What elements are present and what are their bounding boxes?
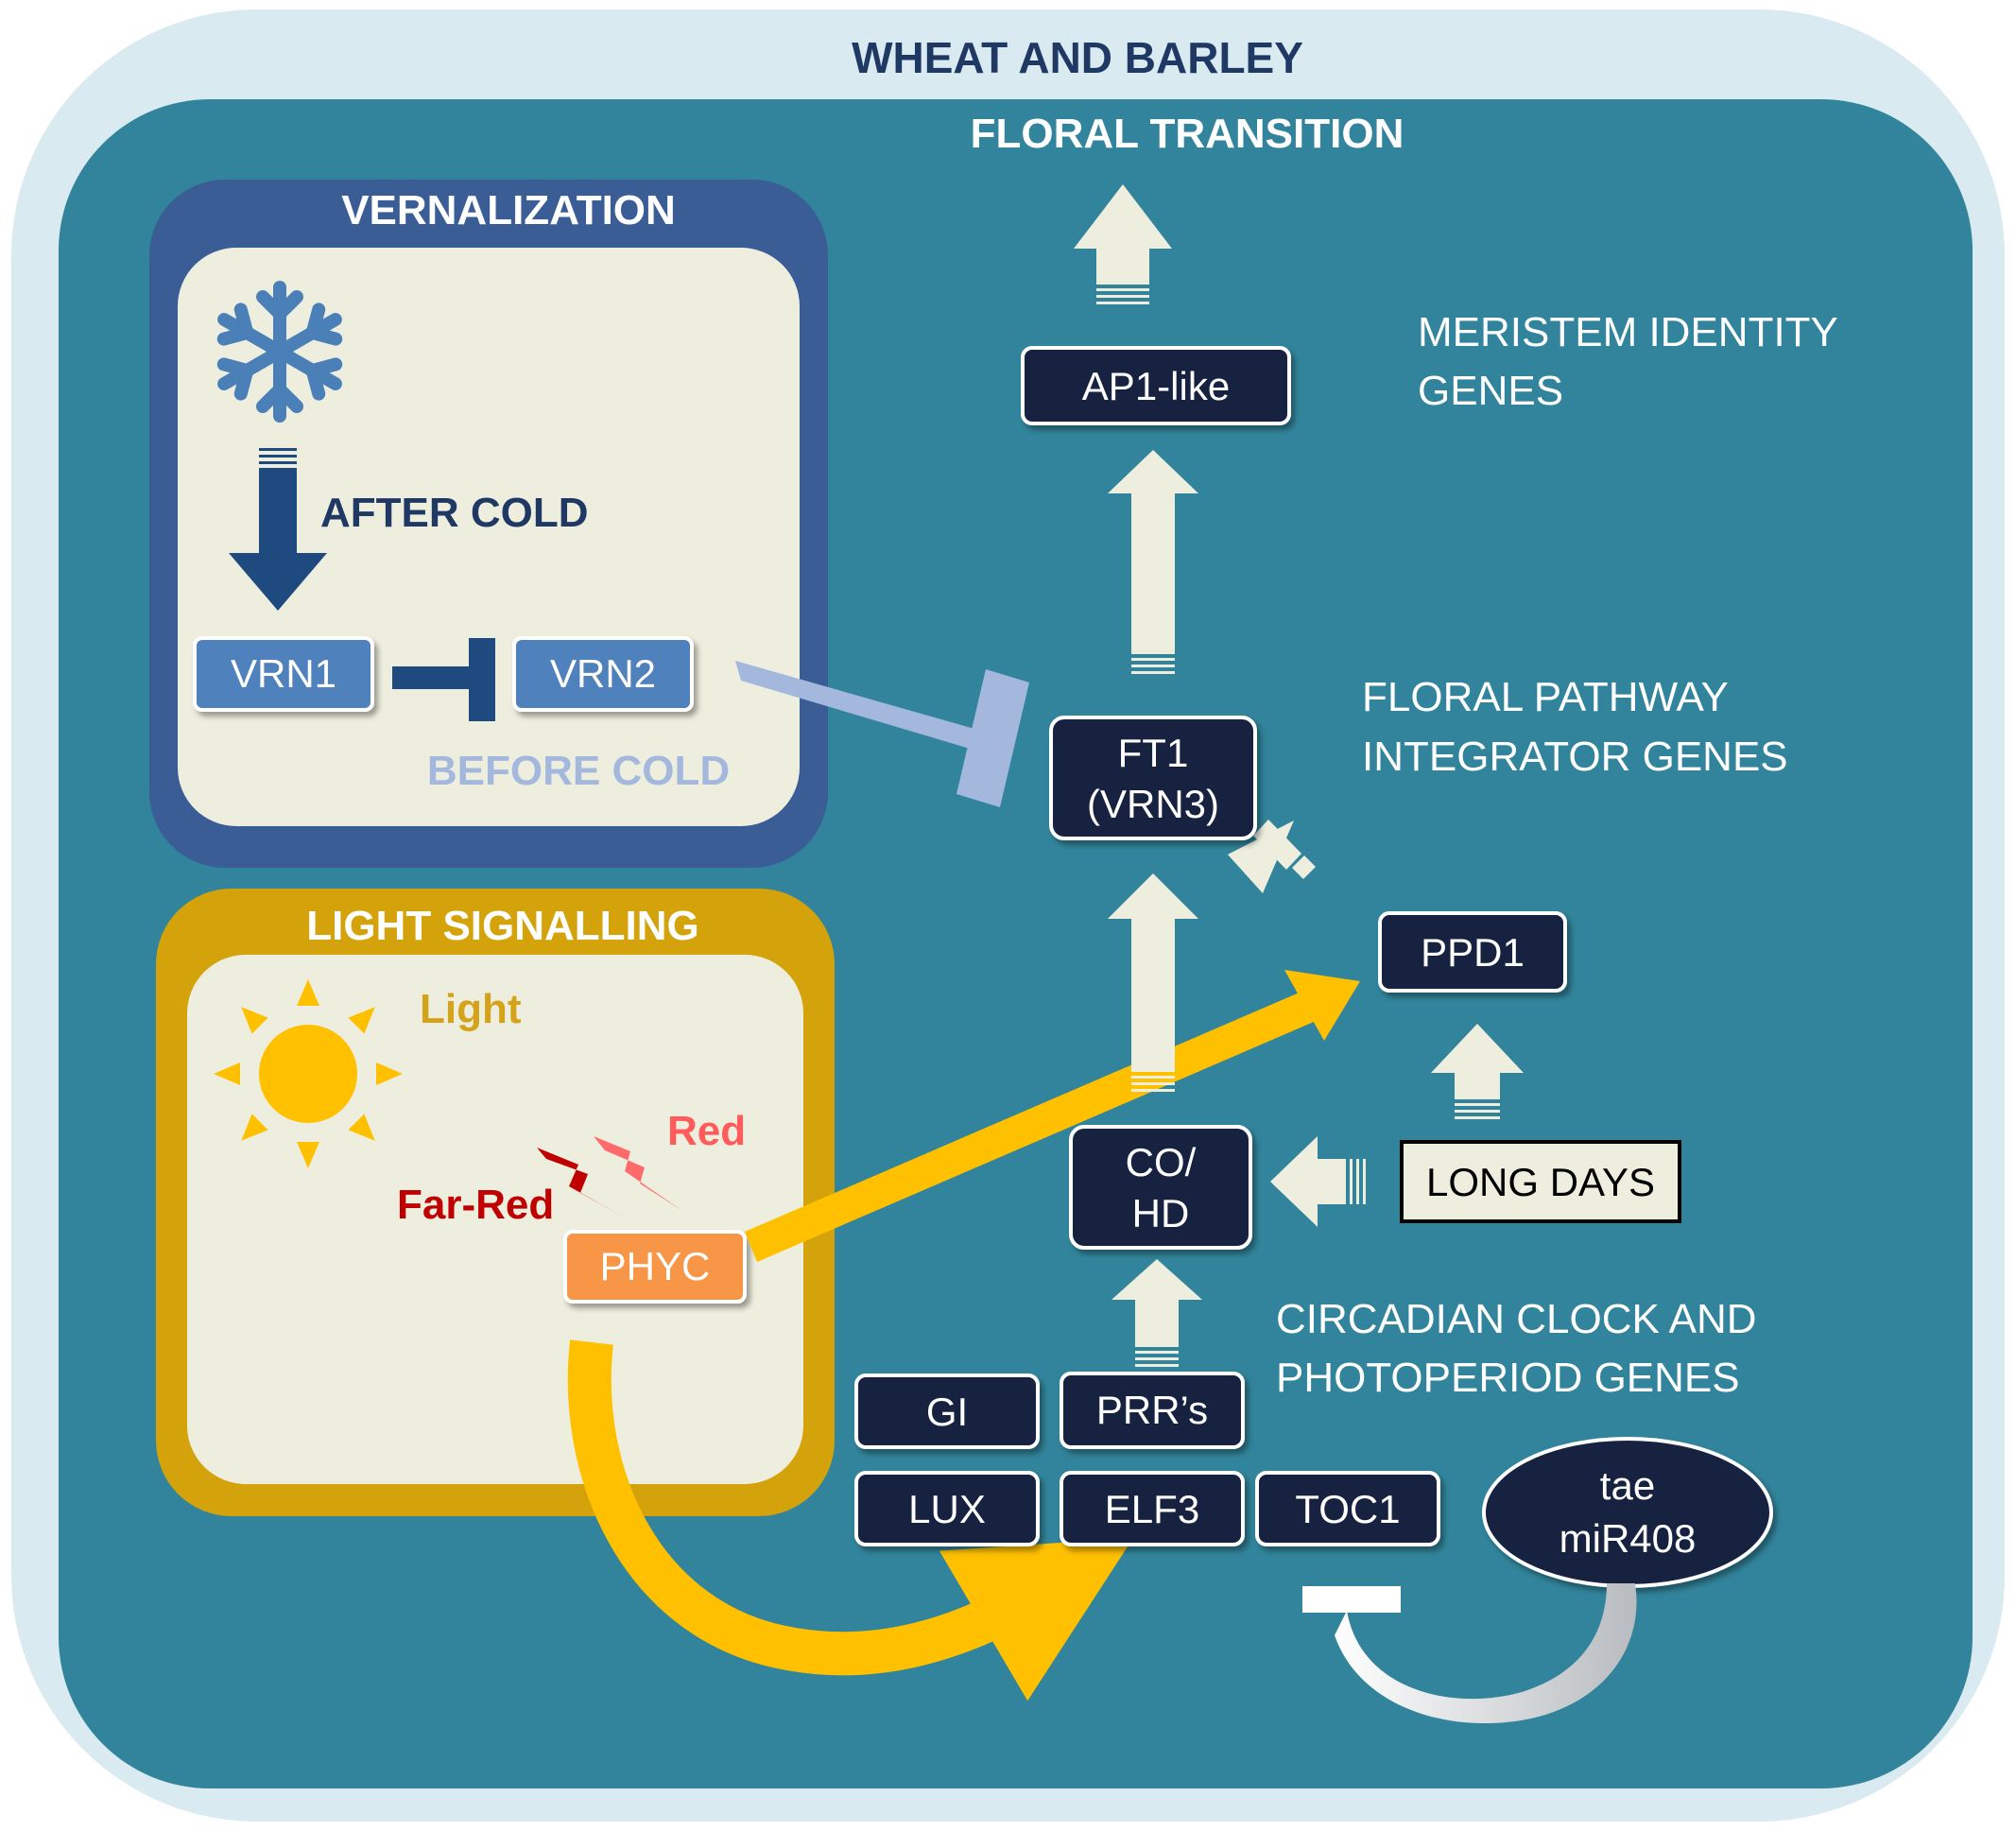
vrn1-inhibits-vrn2 (392, 638, 495, 721)
elf3-label: ELF3 (1105, 1487, 1199, 1531)
long-days-to-ppd1-arrow (1431, 1024, 1524, 1119)
circadian-clock-line-2: PHOTOPERIOD GENES (1276, 1355, 1740, 1401)
ap1-like-box (1021, 346, 1291, 425)
ft1-label-line-1: FT1 (1118, 731, 1189, 775)
ft1-to-ap1-arrow (1108, 450, 1198, 674)
prr-label: PRR’s (1096, 1388, 1208, 1432)
mir408-label-line-2: miR408 (1559, 1516, 1697, 1561)
meristem-identity-line-2: GENES (1418, 368, 1563, 414)
meristem-identity-line-1: MERISTEM IDENTITY (1418, 309, 1838, 355)
after-cold-arrow (229, 448, 327, 611)
co-hd-label-line-1: CO/ (1126, 1140, 1197, 1184)
far-red-lightning-icon (537, 1148, 633, 1222)
gi-box (854, 1373, 1040, 1449)
far-red-label: Far-Red (397, 1182, 554, 1228)
floral-pathway-line-2: INTEGRATOR GENES (1362, 734, 1788, 780)
vrn1-box (193, 636, 374, 712)
phyc-label: PHYC (600, 1244, 711, 1288)
snowflake-icon (216, 281, 343, 423)
phyc-box (563, 1230, 747, 1304)
mir408-ellipse (1482, 1437, 1773, 1588)
co-hd-label-line-2: HD (1132, 1191, 1190, 1235)
clock-to-co-arrow (1111, 1259, 1202, 1367)
light-label: Light (420, 986, 522, 1032)
co-hd-box (1069, 1125, 1252, 1250)
lux-box (854, 1471, 1040, 1546)
ft1-label-line-2: (VRN3) (1087, 782, 1219, 826)
circadian-clock-label: CIRCADIAN CLOCK AND PHOTOPERIOD GENES (1276, 1296, 1757, 1401)
gi-label: GI (926, 1390, 968, 1434)
red-lightning-icon (594, 1136, 682, 1211)
floral-pathway-line-1: FLORAL PATHWAY (1362, 674, 1729, 720)
phyc-to-clock-arrow (567, 1339, 1134, 1701)
before-cold-label: BEFORE COLD (427, 748, 730, 794)
ap1-like-label: AP1-like (1082, 364, 1230, 408)
lux-label: LUX (908, 1487, 986, 1531)
prr-box (1060, 1372, 1245, 1449)
circadian-clock-line-1: CIRCADIAN CLOCK AND (1276, 1296, 1757, 1342)
vernalization-title: VERNALIZATION (341, 187, 676, 233)
toc1-box (1255, 1471, 1440, 1546)
ppd1-to-ft1-arrow (1228, 820, 1316, 893)
floral-transition-label: FLORAL TRANSITION (971, 111, 1404, 157)
diagram-title: WHEAT AND BARLEY (852, 33, 1303, 82)
vrn1-label: VRN1 (231, 651, 336, 696)
long-days-to-co-arrow (1270, 1136, 1366, 1227)
ppd1-box (1378, 911, 1567, 993)
mir408-inhibits-toc1 (1302, 1583, 1637, 1724)
floral-pathway-label: FLORAL PATHWAY INTEGRATOR GENES (1362, 674, 1788, 780)
toc1-label: TOC1 (1295, 1487, 1400, 1531)
vrn2-label: VRN2 (550, 651, 656, 696)
vernalization-panel: VERNALIZATION AF (149, 180, 828, 868)
ppd1-label: PPD1 (1421, 930, 1525, 975)
vrn2-box (512, 636, 694, 712)
meristem-identity-label: MERISTEM IDENTITY GENES (1418, 309, 1838, 414)
sun-icon (214, 979, 403, 1168)
long-days-box (1400, 1140, 1681, 1223)
ap1-to-floral-transition-arrow (1074, 184, 1172, 304)
ft1-box (1049, 716, 1257, 840)
after-cold-label: AFTER COLD (320, 490, 589, 536)
long-days-label: LONG DAYS (1426, 1160, 1655, 1204)
elf3-box (1060, 1471, 1245, 1546)
vrn2-inhibits-ft1 (735, 661, 1029, 807)
red-label: Red (667, 1108, 746, 1154)
co-to-ft1-arrow (1108, 873, 1198, 1092)
mir408-label-line-1: tae (1600, 1463, 1655, 1508)
light-signalling-panel: LIGHT SIGNALLING Light Red Far-Red PHYC (156, 889, 835, 1516)
light-signalling-title: LIGHT SIGNALLING (306, 903, 699, 949)
